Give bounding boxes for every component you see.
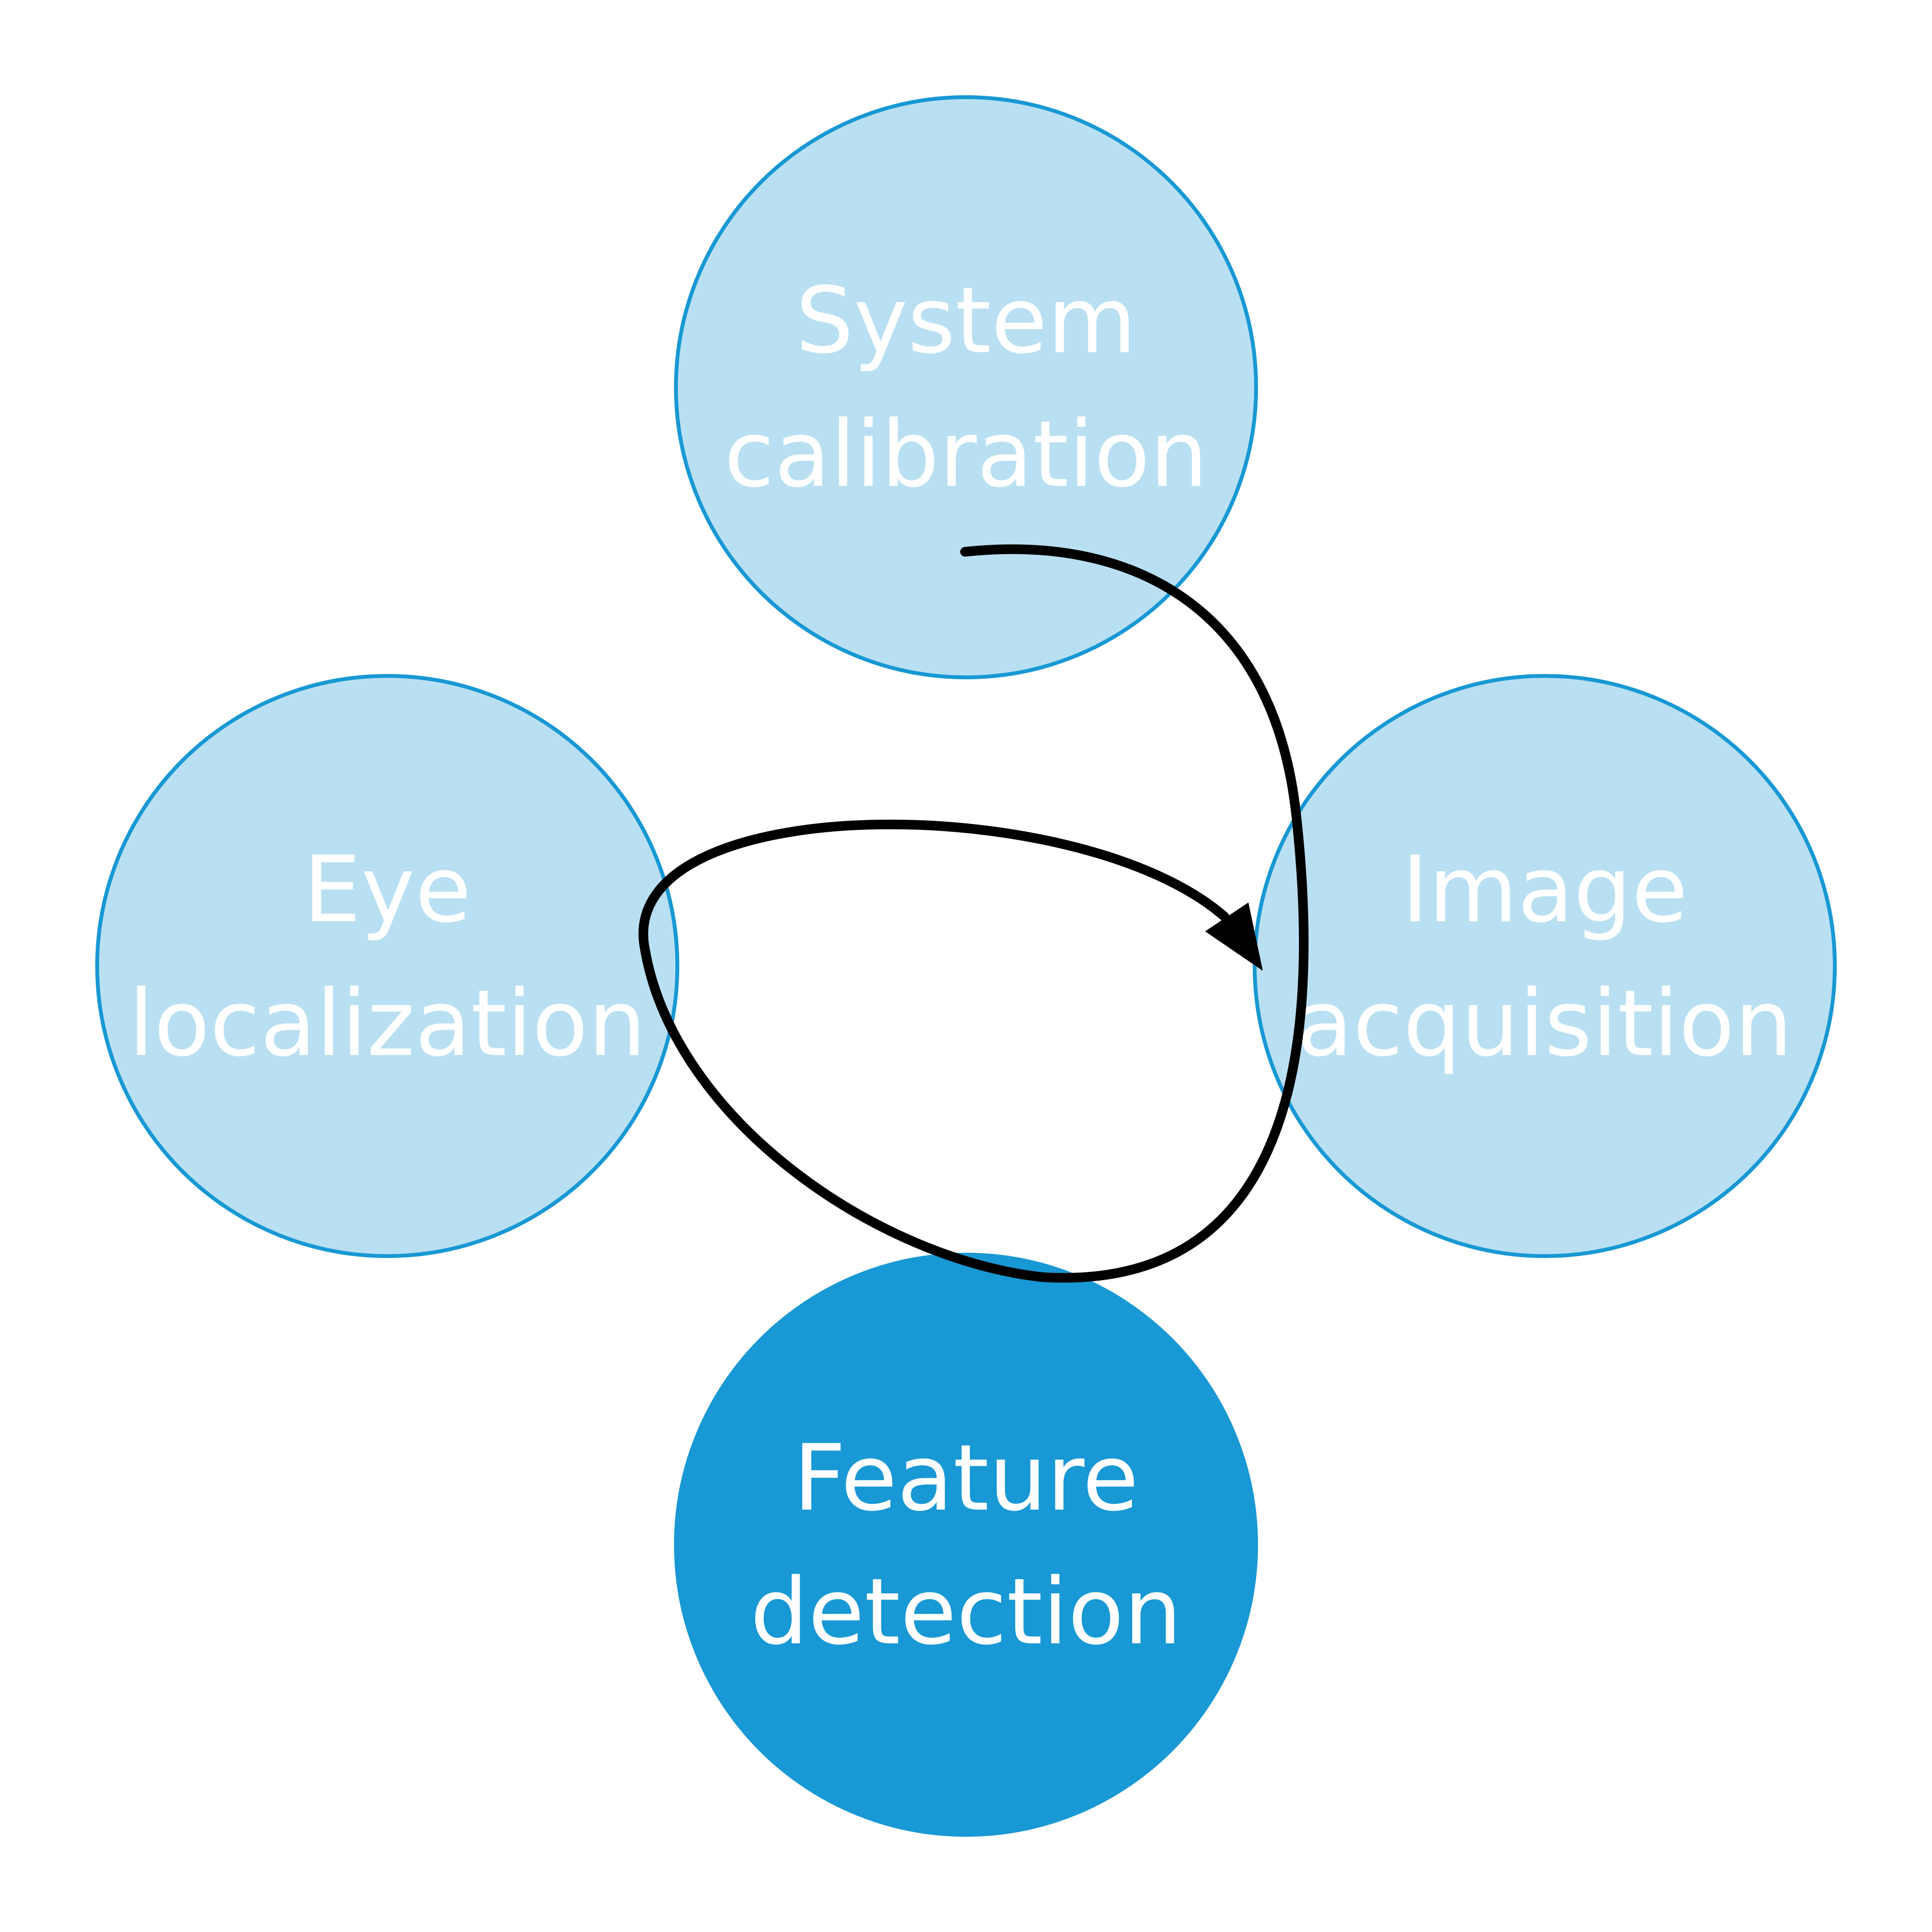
node-eye-localization-circle: [95, 674, 679, 1258]
node-system-calibration-circle: [674, 95, 1258, 679]
cycle-arrow-head: [1205, 902, 1263, 971]
node-image-acquisition-line1: Image: [1401, 837, 1688, 943]
node-feature-detection-line2: detection: [750, 1559, 1182, 1665]
node-image-acquisition: Image acquisition: [1253, 674, 1837, 1258]
node-system-calibration-line2: calibration: [724, 401, 1208, 508]
node-image-acquisition-circle: [1253, 674, 1837, 1258]
node-eye-localization-line1: Eye: [303, 837, 471, 943]
node-eye-localization-line2: localization: [128, 970, 646, 1077]
node-eye-localization: Eye localization: [95, 674, 679, 1258]
node-feature-detection: Feature detection: [674, 1253, 1258, 1837]
cycle-arrow-path: [638, 544, 1309, 1283]
node-feature-detection-line1: Feature: [793, 1425, 1139, 1531]
node-system-calibration-line1: System: [796, 267, 1137, 374]
node-system-calibration: System calibration: [674, 95, 1258, 679]
node-feature-detection-circle: [674, 1253, 1258, 1837]
node-image-acquisition-line2: acquisition: [1297, 970, 1792, 1077]
